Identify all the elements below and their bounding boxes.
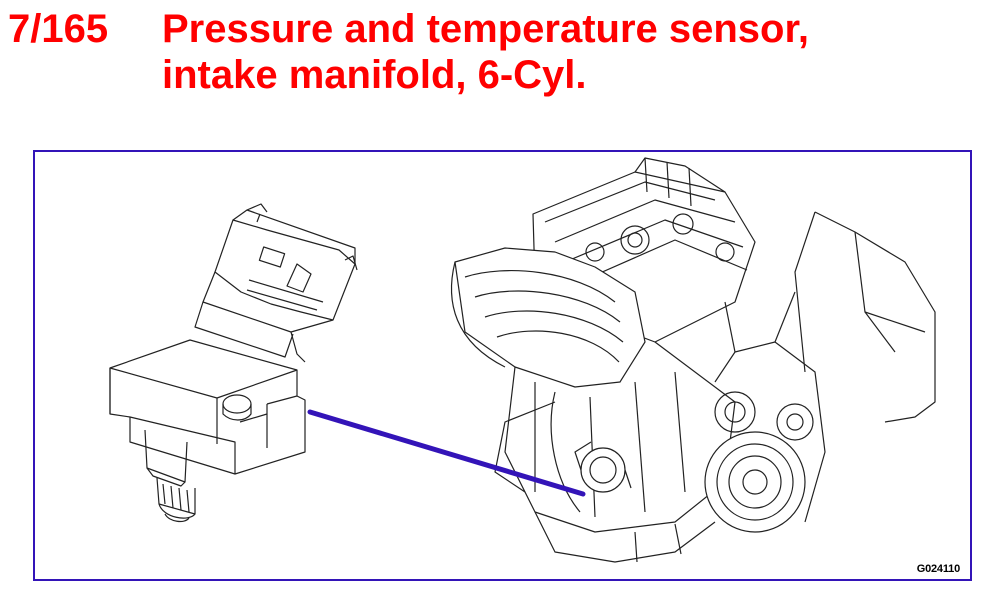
sensor-illustration-icon bbox=[109, 203, 358, 523]
illustration-frame: G024110 bbox=[33, 150, 972, 581]
slide-title-line-1: Pressure and temperature sensor, bbox=[162, 7, 809, 51]
slide-title-line-2: intake manifold, 6-Cyl. bbox=[162, 53, 587, 97]
pointer-line bbox=[307, 409, 586, 497]
engine-illustration-icon bbox=[450, 157, 936, 563]
illustration-canvas bbox=[109, 157, 936, 563]
part-code-label: G024110 bbox=[916, 563, 960, 575]
slide-number: 7/165 bbox=[8, 7, 109, 51]
slide-title: Pressure and temperature sensor, intake … bbox=[162, 6, 962, 98]
